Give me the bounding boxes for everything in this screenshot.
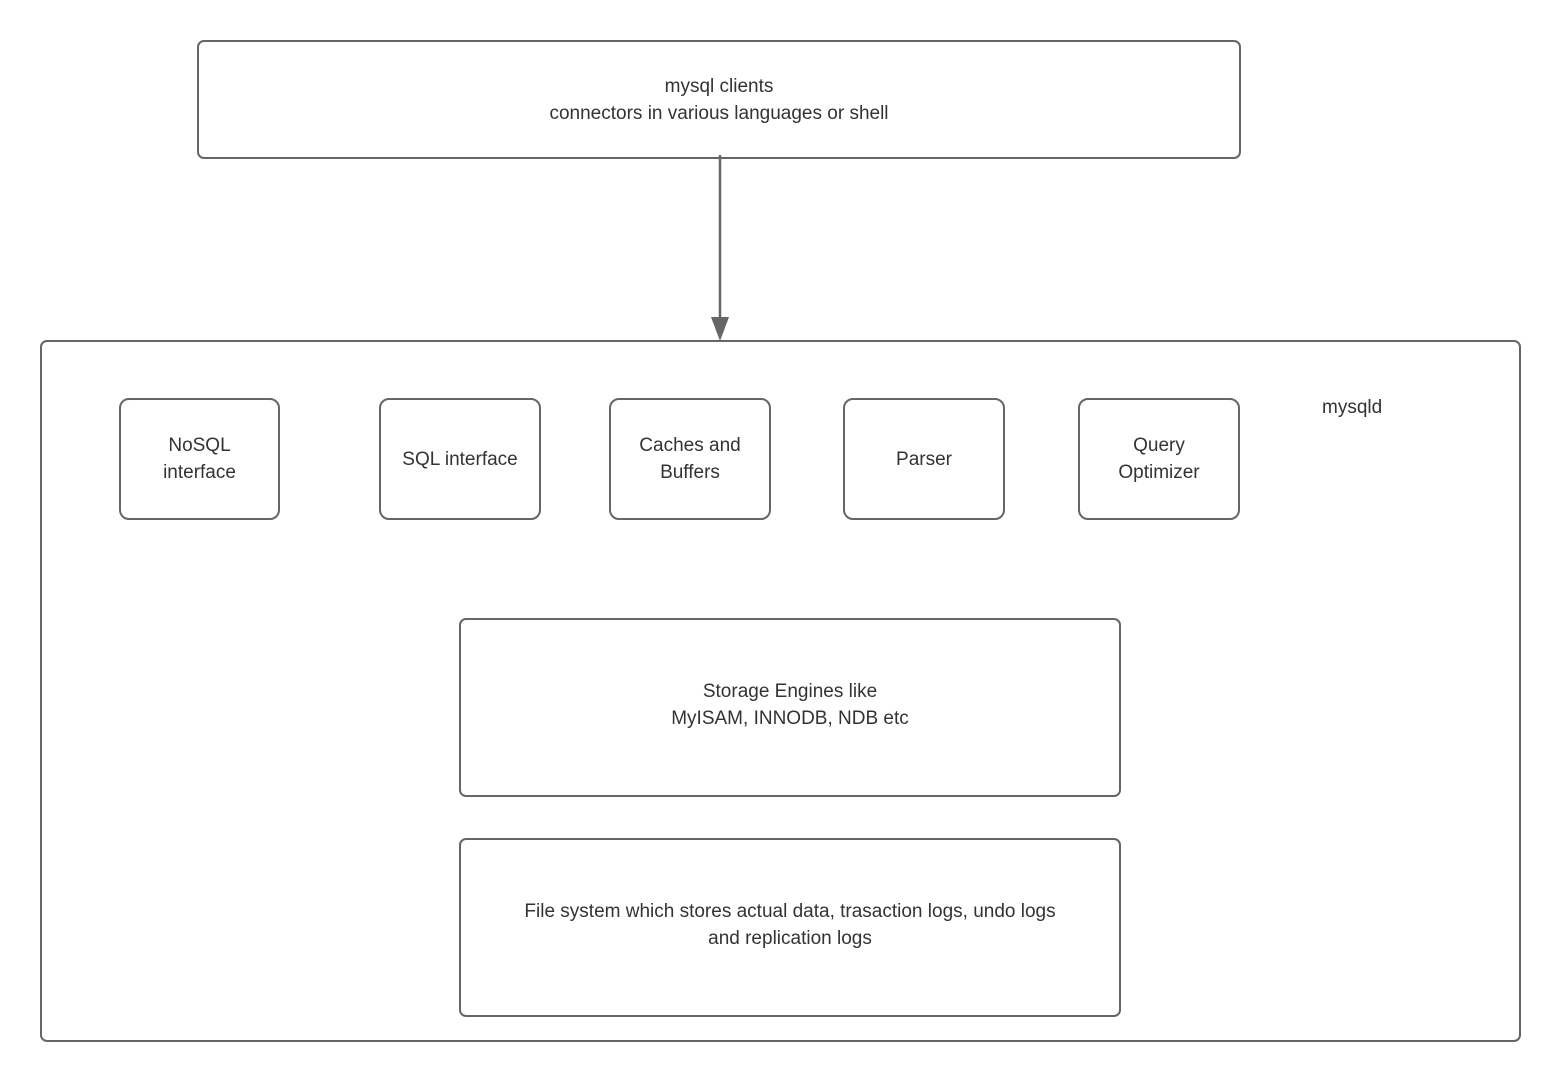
storage-engines-label: Storage Engines like MyISAM, INNODB, NDB… [671,681,909,729]
component-box-nosql-interface[interactable]: NoSQL interface [119,398,280,520]
mysql-clients-label: mysql clients connectors in various lang… [549,75,889,124]
file-system-label: File system which stores actual data, tr… [524,901,1056,949]
component-box-sql-interface[interactable]: SQL interface [379,398,541,520]
arrow-clients-to-mysqld [711,155,729,341]
mysql-clients-box[interactable]: mysql clients connectors in various lang… [197,40,1241,159]
component-label-caches-buffers: Caches and Buffers [639,435,741,483]
component-label-nosql-interface: NoSQL interface [163,435,236,483]
component-label-parser: Parser [896,448,952,470]
component-box-query-optimizer[interactable]: Query Optimizer [1078,398,1240,520]
mysqld-label: mysqld [1322,397,1383,418]
component-box-parser[interactable]: Parser [843,398,1005,520]
component-label-sql-interface: SQL interface [402,448,518,470]
component-box-caches-buffers[interactable]: Caches and Buffers [609,398,771,520]
storage-engines-box[interactable]: Storage Engines like MyISAM, INNODB, NDB… [459,618,1121,797]
file-system-box[interactable]: File system which stores actual data, tr… [459,838,1121,1017]
component-label-query-optimizer: Query Optimizer [1118,435,1200,483]
arrow-head-icon [711,317,729,341]
